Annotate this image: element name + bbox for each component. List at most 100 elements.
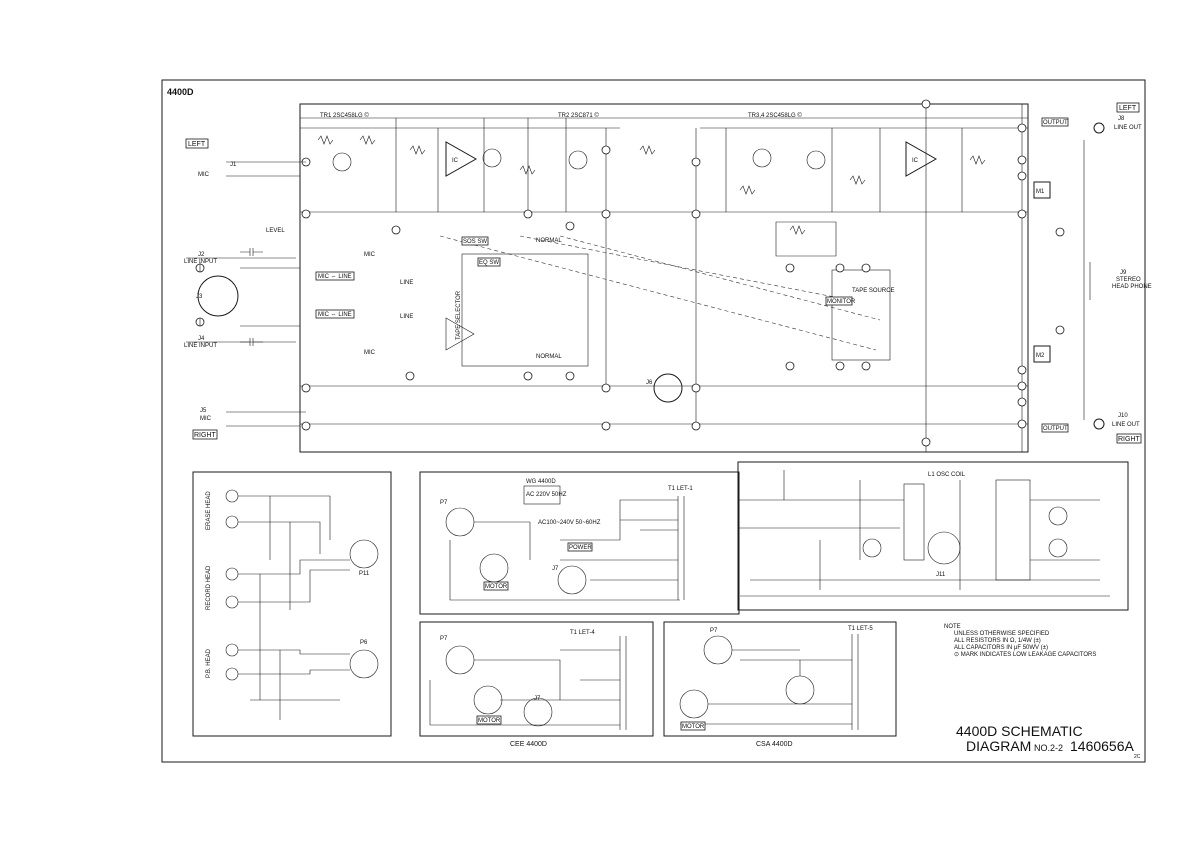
- main-board-outline: [299, 103, 1029, 453]
- p7-label-wg: P7: [440, 500, 448, 506]
- line-upper: LINE: [400, 280, 413, 286]
- j8-jack: [1093, 122, 1105, 134]
- wg-wiring: [445, 496, 685, 601]
- heads-box: [192, 471, 392, 737]
- t1-top-label: T1 LET-1: [668, 486, 693, 492]
- m1-label: M1: [1036, 189, 1045, 195]
- left-label-out: LEFT: [1119, 105, 1137, 112]
- ic-label-left: IC: [452, 158, 459, 164]
- right-label: RIGHT: [194, 432, 217, 439]
- power-supply-wg-box: [419, 471, 740, 615]
- monitor-switch-block: [831, 269, 891, 361]
- power-box: [567, 542, 593, 552]
- j4-label: J4: [198, 336, 205, 342]
- j11-label: J11: [936, 572, 946, 578]
- ic-label-right: IC: [912, 158, 919, 164]
- t1-cee-label: T1 LET-4: [570, 630, 595, 636]
- motor-label-cee: MOTOR: [478, 718, 501, 724]
- j1-mic: MIC: [198, 172, 210, 178]
- wg-title: WG 4400D: [526, 479, 556, 485]
- note-line-2: ALL RESISTORS IN Ω, 1/4W (±): [954, 638, 1041, 644]
- erase-head-label: ERASE HEAD: [206, 491, 212, 530]
- j9-line1: STEREO: [1116, 277, 1141, 283]
- line-lower: LINE: [400, 314, 413, 320]
- t1-csa-label: T1 LET-5: [848, 626, 873, 632]
- j1-label: J1: [230, 162, 237, 168]
- osc-coil-label: L1 OSC COIL: [928, 472, 966, 478]
- mic-line-upper: MIC ⇔ LINE: [318, 274, 352, 280]
- note-line-3: ALL CAPACITORS IN μF 50WV (±): [954, 645, 1048, 651]
- output-label-top: OUTPUT: [1043, 120, 1068, 126]
- meter-m1: [1033, 181, 1051, 199]
- transistor-group-upper: [332, 148, 826, 172]
- motor-label-csa: MOTOR: [682, 724, 705, 730]
- j8-line: LINE OUT: [1114, 125, 1142, 131]
- ac-100-240-label: AC100~240V 50~60HZ: [538, 520, 601, 526]
- title-line-1: 4400D SCHEMATIC: [956, 723, 1083, 739]
- ic-upper: [445, 141, 938, 177]
- j4-line: LINE INPUT: [184, 343, 217, 349]
- j5-mic: MIC: [200, 416, 212, 422]
- mic-line-lower: MIC ⇔ LINE: [318, 312, 352, 318]
- motor-box-csa: [680, 721, 706, 731]
- j6-label: J6: [646, 380, 653, 386]
- j7-label-wg: J7: [552, 566, 559, 572]
- csa-title: CSA 4400D: [756, 741, 793, 748]
- csa-wiring: [679, 634, 859, 730]
- transistor-tr34-label: TR3,4 2SC458LG ©: [748, 112, 802, 119]
- input-wiring: [186, 161, 306, 427]
- oscillator-board-box: [737, 461, 1129, 611]
- sos-sw-label: SOS SW: [463, 239, 487, 245]
- tape-selector-label: TAPE SELECTOR: [456, 290, 462, 340]
- main-buses: [395, 104, 1023, 452]
- p7-label-cee: P7: [440, 636, 448, 642]
- j8-label: J8: [1118, 116, 1125, 122]
- note-line-1: UNLESS OTHERWISE SPECIFIED: [954, 631, 1050, 637]
- selector-switch-block: [461, 253, 589, 367]
- transistor-tr1-label: TR1 2SC458LG ©: [320, 112, 369, 119]
- title-line-2: DIAGRAM: [966, 738, 1031, 754]
- left-label: LEFT: [188, 141, 206, 148]
- mic-upper: MIC: [364, 252, 376, 258]
- p6-label: P6: [360, 640, 368, 646]
- p7-label-csa: P7: [710, 628, 718, 634]
- title-number: 1460656A: [1070, 738, 1135, 754]
- ac-220-box: [523, 485, 561, 505]
- j2-label: J2: [198, 252, 205, 258]
- meter-m2: [1033, 345, 1051, 363]
- headphone-jack-wiring: [1083, 140, 1091, 420]
- j7-label-cee: J7: [534, 696, 541, 702]
- oscillator-wiring: [738, 470, 1110, 597]
- passive-components: [240, 135, 986, 346]
- right-label-out: RIGHT: [1118, 436, 1141, 443]
- motor-label: MOTOR: [485, 584, 508, 590]
- motor-box-cee: [476, 715, 502, 725]
- motor-box: [483, 581, 509, 591]
- eq-sw-label: EQ SW: [479, 260, 499, 266]
- note-line-4: ⊙ MARK INDICATES LOW LEAKAGE CAPACITORS: [954, 652, 1096, 658]
- main-rails: [300, 117, 1028, 425]
- p11-label: P11: [359, 571, 370, 577]
- title-sheet: NO.2-2: [1034, 743, 1063, 753]
- normal-bottom: NORMAL: [536, 354, 562, 360]
- j9-line2: HEAD PHONE: [1112, 284, 1152, 290]
- title-suffix: 2C: [1134, 754, 1141, 760]
- sheet-border: [161, 79, 1146, 763]
- j3-connector: [197, 275, 239, 317]
- j5-label: J5: [200, 408, 207, 414]
- j9-label: J9: [1120, 270, 1127, 276]
- tape-source-label: TAPE SOURCE: [852, 288, 895, 294]
- connection-nodes: [195, 99, 1065, 447]
- pb-head-label: P.B. HEAD: [206, 648, 212, 678]
- transistor-group-lower: [445, 317, 475, 351]
- j6-connector: [653, 373, 683, 403]
- mic-lower: MIC: [364, 350, 376, 356]
- power-label: POWER: [569, 545, 592, 551]
- output-label-bottom: OUTPUT: [1043, 426, 1068, 432]
- j10-line: LINE OUT: [1112, 422, 1140, 428]
- transistor-tr2-label: TR2 2SC871 ©: [558, 112, 599, 119]
- j10-label: J10: [1118, 413, 1128, 419]
- j10-jack: [1093, 418, 1105, 430]
- csa-box: [663, 621, 897, 737]
